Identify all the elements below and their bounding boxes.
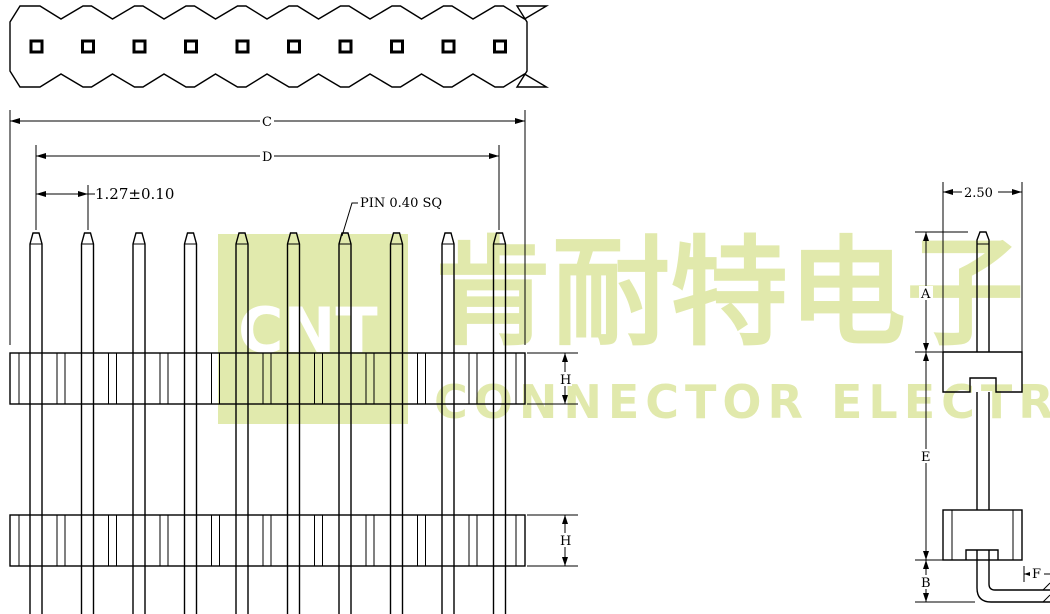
front-view-housings <box>9 352 526 567</box>
side-label-a: A <box>920 287 931 302</box>
watermark: CNT 肯耐特电子 CONNECTOR ELECTRONICS <box>218 224 1050 429</box>
top-view-outline <box>9 5 550 88</box>
front-pin <box>183 232 198 614</box>
dimension-c: C <box>9 110 526 345</box>
top-pin-square <box>493 39 507 54</box>
front-pin <box>29 232 43 614</box>
dimension-h-lower: H <box>527 514 578 567</box>
watermark-logo-box <box>218 234 408 424</box>
side-view: 2.50 A E B <box>915 182 1050 603</box>
top-pin-square <box>390 39 404 54</box>
dimension-h-upper-label: H <box>560 373 571 388</box>
side-label-e: E <box>921 450 931 465</box>
pin-note-label: PIN 0.40 SQ <box>360 196 442 211</box>
dimension-c-label: C <box>262 115 272 130</box>
top-pin-square <box>184 39 198 54</box>
front-housing <box>9 514 526 567</box>
front-pin <box>441 232 455 614</box>
front-pin <box>286 232 301 614</box>
pin-note: PIN 0.40 SQ <box>341 196 442 237</box>
dimension-h-lower-label: H <box>560 534 571 549</box>
front-view: C D 1.27±0.10 PIN 0.40 SQ <box>9 110 578 614</box>
top-pin-square <box>338 39 353 54</box>
dimension-h-upper: H <box>527 352 578 405</box>
dimension-d-label: D <box>262 150 272 165</box>
top-pin-square <box>441 39 456 54</box>
front-view-pins <box>29 232 507 614</box>
front-pin <box>80 232 95 614</box>
top-pin-square <box>132 39 147 54</box>
watermark-english-text: CONNECTOR ELECTRONICS <box>434 375 1050 429</box>
dimension-pitch-label: 1.27±0.10 <box>95 185 174 203</box>
top-view <box>9 5 550 88</box>
front-pin <box>389 232 404 614</box>
front-pin <box>492 232 507 614</box>
front-pin <box>132 232 146 614</box>
dimension-d: D <box>35 145 500 230</box>
front-pin <box>338 232 352 614</box>
front-pin <box>235 232 249 614</box>
watermark-chinese-text: 肯耐特电子 <box>434 224 1024 362</box>
front-housing <box>9 352 526 405</box>
side-label-b: B <box>921 576 931 591</box>
side-label-f: F <box>1032 567 1041 582</box>
watermark-logo-text: CNT <box>238 294 378 367</box>
top-pin-square <box>81 39 95 54</box>
top-view-pin-squares <box>29 39 507 54</box>
top-pin-square <box>287 39 301 54</box>
top-pin-square <box>29 39 44 54</box>
dimension-pitch: 1.27±0.10 <box>36 185 174 230</box>
side-width-label: 2.50 <box>964 186 993 201</box>
top-pin-square <box>235 39 250 54</box>
